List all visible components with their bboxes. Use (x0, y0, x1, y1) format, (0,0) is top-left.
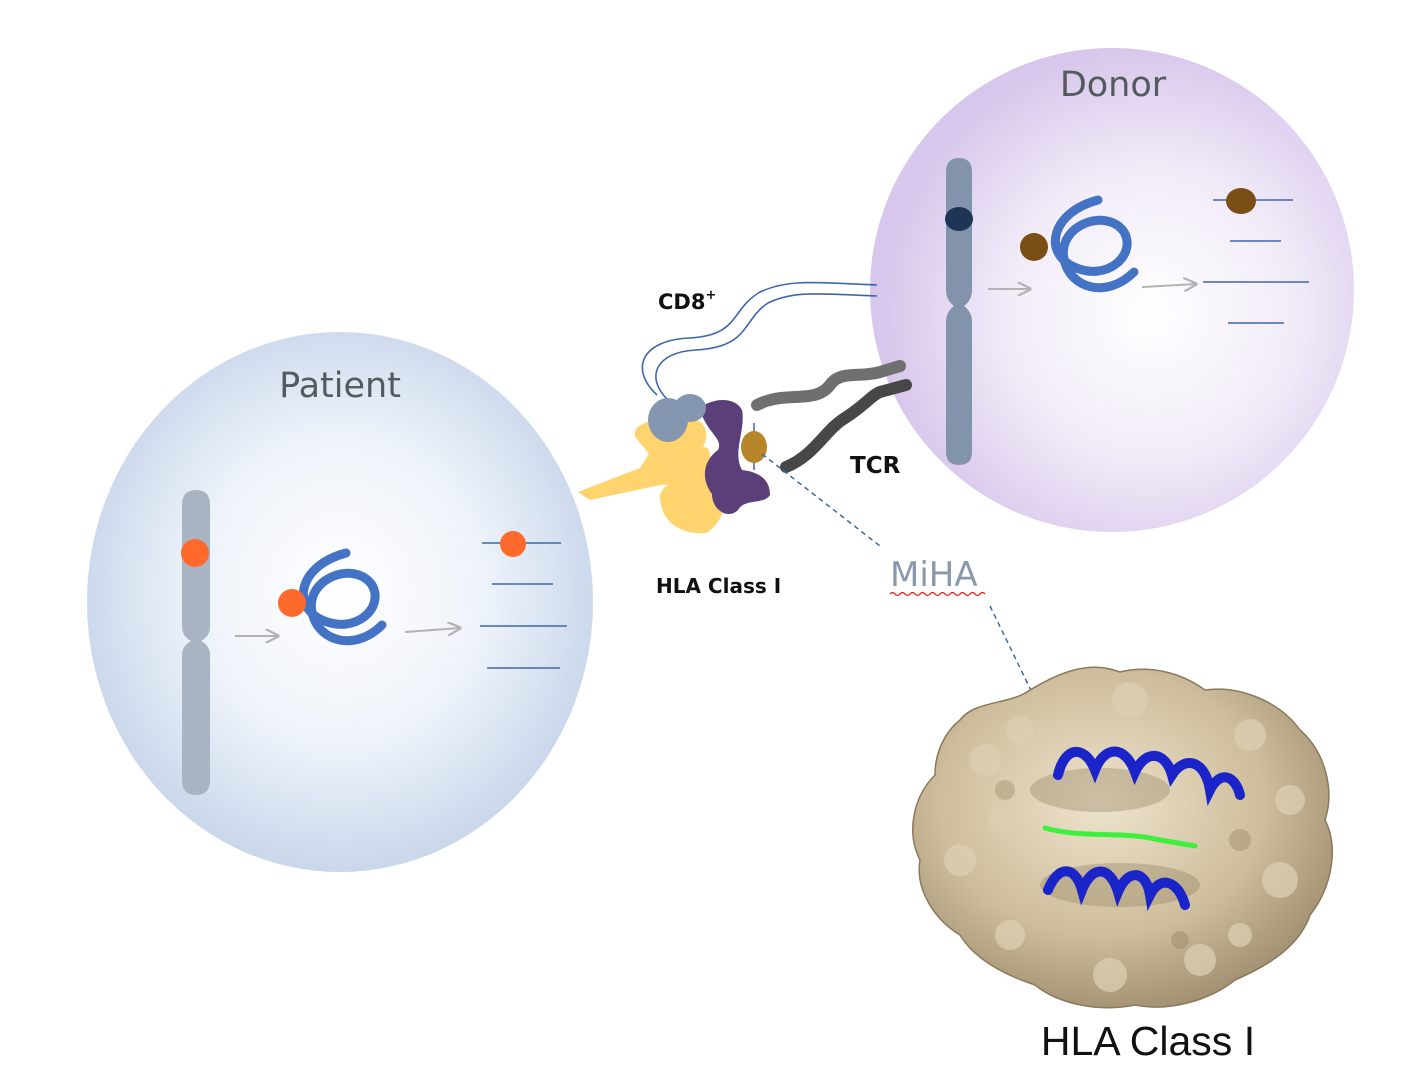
protein-surface-image: HLA Class I (912, 666, 1333, 1064)
alpha-helix (1043, 746, 1245, 912)
patient-variant-marker (181, 539, 209, 567)
immune-complex: CD8+ TCR HLA Class I (578, 281, 912, 598)
donor-title: Donor (1060, 65, 1167, 105)
hla-alpha-chain (578, 417, 725, 534)
patient-cell: Patient (87, 332, 593, 872)
peptide-strand (1042, 825, 1198, 849)
miha-peptide (741, 431, 767, 463)
tcr-chains (751, 360, 912, 473)
hla-beta-domain (700, 400, 770, 515)
peptide-icon (1203, 188, 1309, 324)
cd8-superscript: + (705, 288, 716, 303)
callout-line (761, 453, 881, 547)
chromosome-icon (181, 490, 210, 795)
peptide-icon (480, 531, 567, 669)
donor-peptide-variant (1226, 188, 1256, 214)
donor-cell: Donor (870, 48, 1354, 532)
miha-label: MiHA (890, 555, 978, 595)
structure-caption: HLA Class I (1041, 1018, 1255, 1064)
patient-title: Patient (279, 366, 401, 406)
spellcheck-underline (889, 591, 986, 597)
cd8-label: CD8+ (658, 288, 716, 314)
hla-class-i-label: HLA Class I (656, 574, 781, 598)
patient-protein-variant (278, 589, 306, 617)
cd8-coreceptor-line (641, 281, 878, 401)
patient-cell-body (87, 332, 593, 872)
tcr-label: TCR (850, 453, 901, 479)
arrow-right-icon (404, 628, 460, 632)
cd8-domain (674, 394, 706, 422)
donor-chromosome-marker (945, 207, 973, 231)
arrow-right-icon (1141, 284, 1196, 287)
chromosome-icon (945, 158, 973, 465)
protein-fold-icon (1020, 195, 1139, 293)
patient-peptide-variant (500, 531, 526, 557)
donor-protein-variant (1020, 233, 1048, 261)
surface-bumps (944, 682, 1305, 992)
protein-fold-icon (278, 548, 387, 646)
